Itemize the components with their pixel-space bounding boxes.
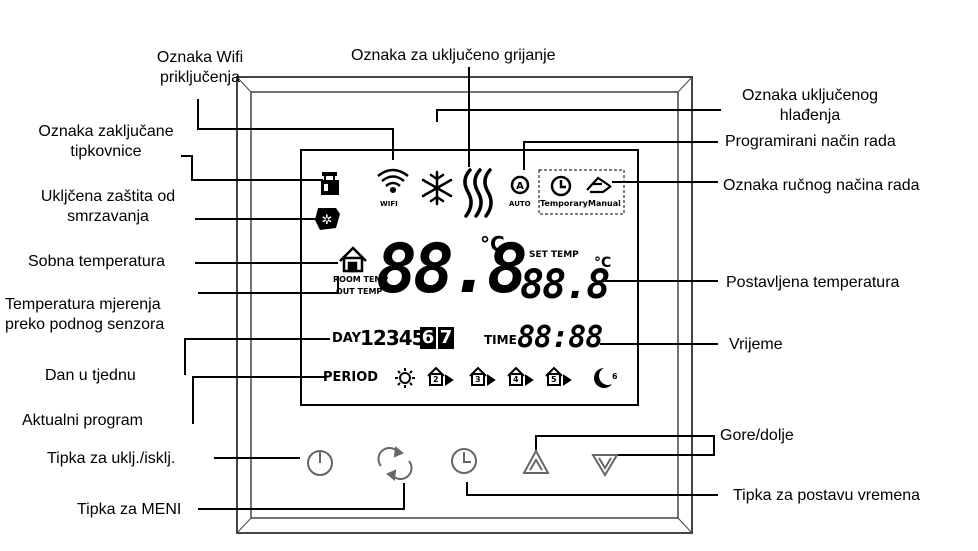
svg-text:A: A (516, 181, 524, 192)
wifi-text: WIFI (380, 200, 398, 208)
manual-text: Manual (588, 199, 621, 208)
time-digits: 88:88 (517, 320, 603, 355)
up-button[interactable] (522, 448, 550, 474)
period-number-3: 3 (475, 375, 481, 384)
auto-mode-icon: A (510, 175, 530, 195)
time-set-button[interactable] (451, 448, 477, 474)
period-number-5: 5 (551, 375, 557, 384)
period-number-4: 4 (513, 375, 519, 384)
out-temp-text: OUT TEMP (336, 287, 383, 296)
clock-icon (550, 175, 572, 197)
wifi-icon (377, 168, 409, 194)
days-plain: 12345 (360, 326, 426, 350)
label-floor-temp: Temperatura mjerenja preko podnog senzor… (5, 296, 165, 333)
period-sun-icon (395, 368, 415, 388)
label-power: Tipka za uklj./isklj. (47, 450, 176, 467)
period-moon-icon (594, 368, 612, 388)
label-time-button: Tipka za postavu vremena (733, 487, 921, 504)
label-programmed: Programirani način rada (725, 133, 896, 150)
leader-lines (181, 67, 721, 510)
label-keylock: Oznaka zaključane tipkovnice (38, 123, 174, 160)
period-house-5-icon (545, 366, 572, 386)
period-house-3-icon (469, 366, 496, 386)
period-number-6: 6 (612, 372, 618, 381)
label-heating: Oznaka za uključeno grijanje (351, 47, 556, 64)
label-cooling: Oznaka uključenog hlađenja (741, 87, 879, 124)
down-button[interactable] (591, 454, 619, 477)
set-temp-text: SET TEMP (529, 250, 579, 260)
snowflake-icon (421, 170, 453, 206)
time-text: TIME (484, 333, 517, 347)
day-text: DAY (332, 331, 362, 346)
label-day: Dan u tjednu (45, 367, 136, 384)
auto-text: AUTO (509, 200, 531, 208)
room-temp-unit: °C (480, 232, 505, 256)
temporary-text: Temporary (540, 199, 588, 208)
room-temperature-digits: 88.8 (376, 230, 528, 309)
manual-mode-box (538, 169, 625, 215)
period-house-4-icon (507, 366, 534, 386)
day-7-inverted: 7 (438, 327, 454, 349)
power-button[interactable] (307, 450, 333, 476)
label-program: Aktualni program (22, 412, 143, 429)
device-inner-frame (250, 91, 679, 519)
heating-icon (463, 168, 493, 218)
day-6-inverted: 6 (420, 327, 436, 349)
period-number-2: 2 (433, 375, 439, 384)
frost-protection-icon: ✲ (315, 208, 340, 230)
label-frost: Ukljčena zaštita od smrzavanja (40, 188, 176, 225)
menu-button[interactable] (377, 446, 413, 481)
set-temperature-digits: 88.8 (520, 262, 610, 308)
svg-text:✲: ✲ (322, 213, 333, 228)
room-temp-text: ROOM TEMP (333, 275, 389, 284)
label-updown: Gore/dolje (720, 427, 794, 444)
label-time: Vrijeme (729, 336, 783, 353)
device-outer-frame (236, 76, 693, 534)
label-menu: Tipka za MENI (77, 501, 182, 518)
set-temp-unit: °C (594, 255, 612, 271)
period-house-2-icon (427, 366, 454, 386)
keylock-icon (321, 172, 339, 195)
hand-icon (586, 176, 612, 194)
label-room-temp: Sobna temperatura (28, 253, 165, 270)
label-wifi: Oznaka Wifi priključenja (156, 49, 244, 86)
label-manual: Oznaka ručnog načina rada (723, 177, 920, 194)
house-icon (339, 246, 367, 273)
label-set-temp: Postavljena temperatura (726, 274, 900, 291)
period-text: PERIOD (323, 370, 379, 385)
